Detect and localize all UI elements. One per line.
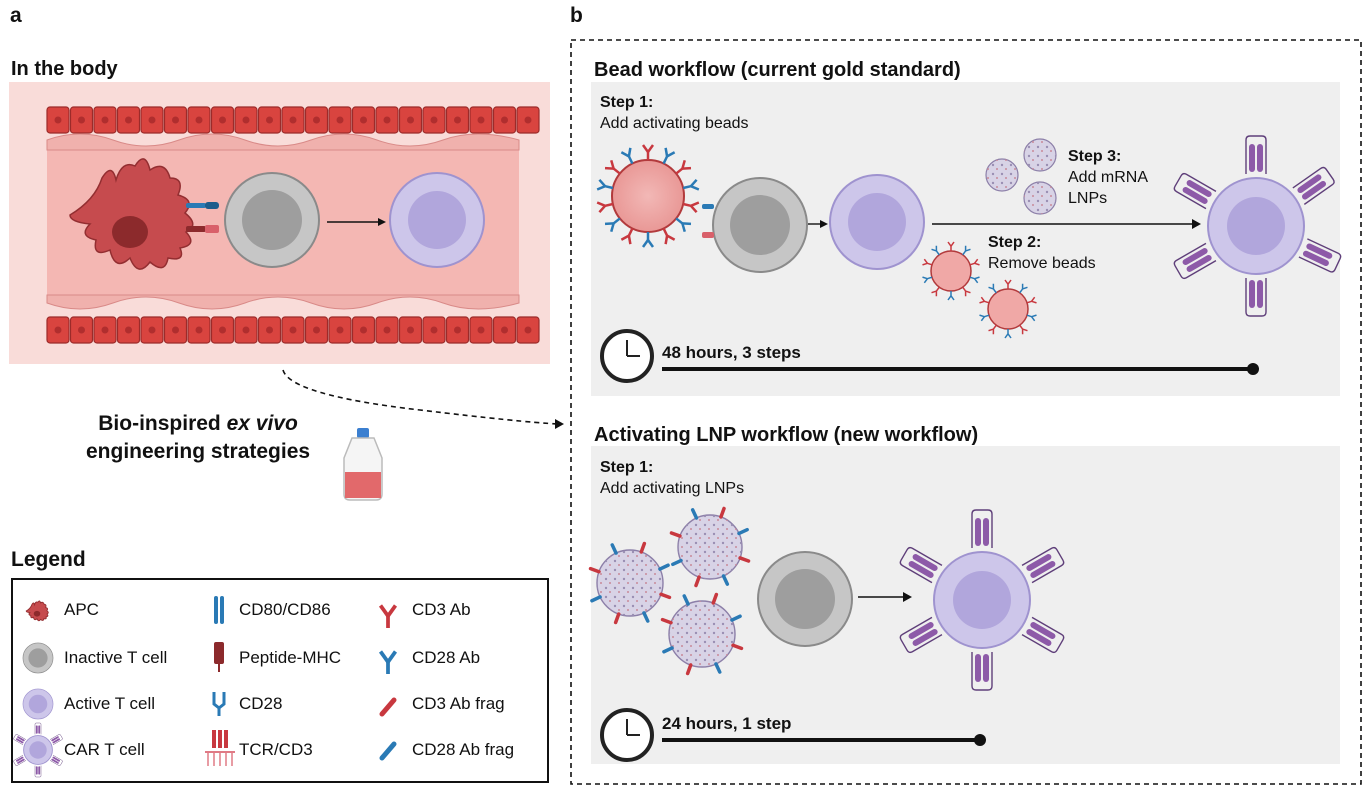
legend-tcr-cd3-icon <box>205 730 235 766</box>
lnp-time-label: 24 hours, 1 step <box>662 714 792 733</box>
bead-step3-head: Step 3: <box>1068 148 1122 165</box>
panel-a-letter: a <box>10 4 22 27</box>
clock-icon-bead <box>600 329 654 383</box>
basement-membrane-bottom <box>46 294 520 310</box>
lnp-antibody-fragments <box>588 506 751 676</box>
endothelium-bottom <box>46 316 540 344</box>
legend-peptide-mhc-icon <box>214 642 224 672</box>
basement-membrane-top <box>46 133 520 151</box>
lnp-workflow-title: Activating LNP workflow (new workflow) <box>594 424 979 446</box>
activating-bead <box>611 159 685 233</box>
legend-label-car-t-cell: CAR T cell <box>64 740 145 759</box>
bead-step3-text-1: Add mRNA <box>1068 169 1149 186</box>
lnp-car-t-cell <box>898 509 1066 691</box>
panel-a-title: In the body <box>11 58 118 80</box>
bead-step2-text: Remove beads <box>988 255 1096 272</box>
legend-label-apc: APC <box>64 600 99 619</box>
bead-step3-text-2: LNPs <box>1068 190 1108 207</box>
endothelium-top <box>46 106 540 134</box>
legend-label-inactive-t-cell: Inactive T cell <box>64 648 168 667</box>
bead-workflow-title: Bead workflow (current gold standard) <box>594 59 961 81</box>
panel-b-letter: b <box>570 4 583 27</box>
lnp-inactive-t-cell <box>757 551 853 647</box>
activating-lnps <box>596 514 743 668</box>
lnp-step1-head: Step 1: <box>600 459 654 476</box>
inactive-t-cell <box>224 172 320 268</box>
legend-label-cd28: CD28 <box>239 694 283 713</box>
legend-title: Legend <box>11 548 86 571</box>
bio-line2: engineering strategies <box>86 440 311 463</box>
legend-label-cd3-ab: CD3 Ab <box>412 600 471 619</box>
legend-label-cd28-ab-frag: CD28 Ab frag <box>412 740 515 759</box>
bead-step1-head: Step 1: <box>600 94 654 111</box>
mrna-lnps <box>985 138 1057 215</box>
bio-line1-em: ex vivo <box>226 412 298 435</box>
legend-car-t-cell-icon <box>12 722 64 778</box>
bead-step1-text: Add activating beads <box>600 115 749 132</box>
legend-label-tcr-cd3: TCR/CD3 <box>239 740 313 759</box>
removed-bead-2 <box>987 288 1029 330</box>
legend-cd3-ab-frag-icon <box>379 697 397 717</box>
bead-step2-head: Step 2: <box>988 234 1042 251</box>
panel-b-frame <box>570 39 1362 785</box>
legend-cd28-ab-frag-icon <box>379 741 397 761</box>
active-t-cell <box>389 172 485 268</box>
bio-inspired-label: Bio-inspired ex vivo engineering strateg… <box>86 410 310 466</box>
dashed-connector-arrow <box>282 369 559 425</box>
legend-cd80-cd86-icon <box>214 596 224 624</box>
apc-cell <box>69 158 194 270</box>
clock-icon-lnp <box>600 708 654 762</box>
bio-line1-pre: Bio-inspired <box>98 412 227 435</box>
legend-box <box>11 578 549 783</box>
bead-car-t-cell <box>1172 135 1343 317</box>
removed-bead-1 <box>930 250 972 292</box>
culture-flask-icon <box>343 428 383 501</box>
legend-label-peptide-mhc: Peptide-MHC <box>239 648 342 667</box>
legend-label-cd80-cd86: CD80/CD86 <box>239 600 331 619</box>
legend-apc-icon <box>25 600 49 622</box>
bead-synapse <box>702 204 714 238</box>
legend-label-cd28-ab: CD28 Ab <box>412 648 481 667</box>
synapse-receptors <box>186 202 219 233</box>
legend-label-active-t-cell: Active T cell <box>64 694 156 713</box>
bead-active-t-cell <box>829 174 925 270</box>
legend-label-cd3-ab-frag: CD3 Ab frag <box>412 694 505 713</box>
legend-cd28-icon <box>212 692 226 716</box>
bead-inactive-t-cell <box>712 177 808 273</box>
lnp-step1-text: Add activating LNPs <box>600 480 745 497</box>
bead-time-label: 48 hours, 3 steps <box>662 343 801 362</box>
